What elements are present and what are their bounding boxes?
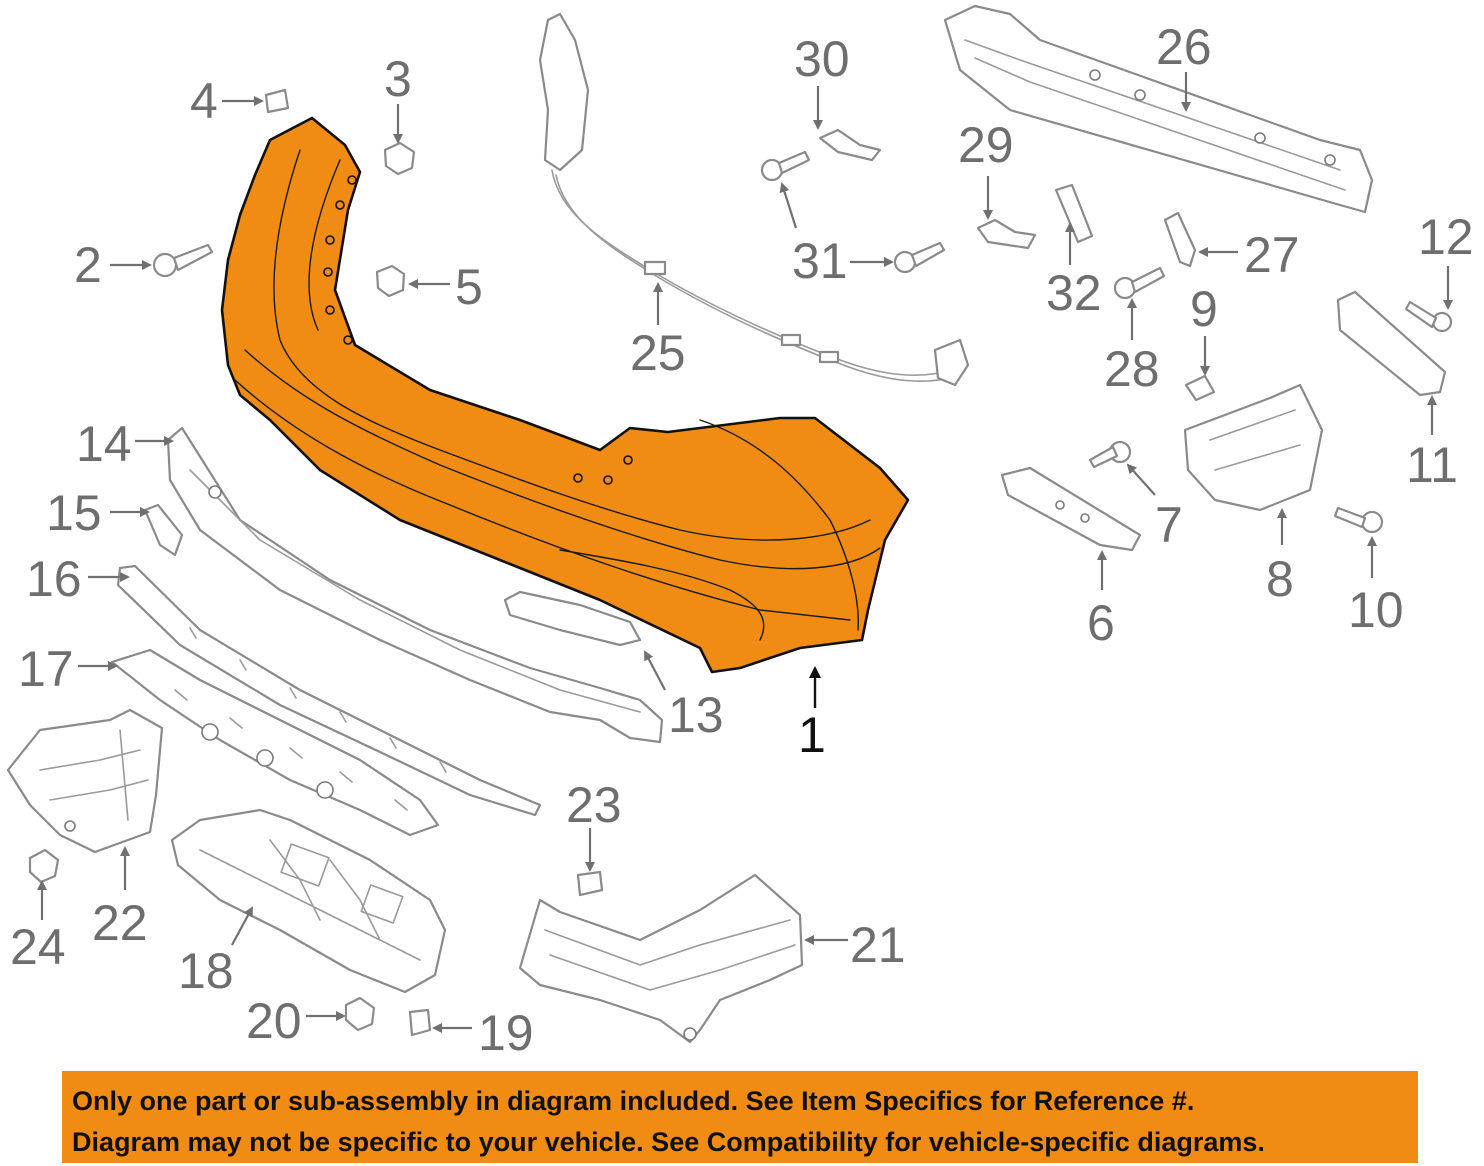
callout-29: 29 (958, 117, 1014, 173)
callout-10: 10 (1348, 582, 1404, 638)
callout-11: 11 (1406, 437, 1458, 493)
callout-22: 22 (92, 895, 148, 951)
callout-14: 14 (76, 416, 132, 472)
callout-19: 19 (478, 1005, 534, 1061)
callout-24: 24 (10, 919, 66, 975)
part-26-reinforcement-beam (943, 4, 1374, 214)
disclaimer-line-2: Diagram may not be specific to your vehi… (72, 1127, 1265, 1157)
callout-12: 12 (1418, 209, 1474, 265)
callout-1: 1 (798, 707, 826, 763)
callout-8: 8 (1266, 551, 1294, 607)
callout-23: 23 (566, 777, 622, 833)
fasteners (28, 88, 1453, 1037)
part-13-reflector (503, 590, 642, 647)
callout-25: 25 (630, 325, 686, 381)
callout-labels: 1 2 3 4 5 6 7 8 9 10 11 12 13 14 15 16 1… (10, 19, 1474, 1061)
callout-6: 6 (1087, 595, 1115, 651)
callout-7: 7 (1155, 497, 1183, 553)
callout-26: 26 (1156, 19, 1212, 75)
part-17-lower-support (110, 648, 440, 837)
callout-4: 4 (190, 73, 218, 129)
disclaimer-banner: Only one part or sub-assembly in diagram… (62, 1071, 1418, 1163)
callout-17: 17 (18, 641, 74, 697)
part-22-shield (6, 708, 164, 854)
callout-30: 30 (794, 31, 850, 87)
callout-27: 27 (1244, 227, 1300, 283)
leader-lines (37, 72, 1453, 1033)
callout-21: 21 (850, 917, 906, 973)
callout-31: 31 (792, 233, 848, 289)
part-15-bracket (143, 503, 184, 557)
part-18-splash-panel (170, 808, 447, 994)
callout-13: 13 (668, 687, 724, 743)
callout-3: 3 (384, 51, 412, 107)
callout-15: 15 (46, 485, 102, 541)
disclaimer-line-1: Only one part or sub-assembly in diagram… (72, 1086, 1195, 1116)
part-1-bumper-cover (220, 116, 910, 674)
part-21-side-splash (518, 873, 804, 1044)
part-25-wiring-harness (538, 12, 970, 387)
callout-16: 16 (26, 551, 82, 607)
callout-18: 18 (178, 943, 234, 999)
callout-2: 2 (74, 237, 102, 293)
callout-5: 5 (455, 259, 483, 315)
part-14-energy-absorber (166, 426, 664, 744)
callout-9: 9 (1190, 281, 1218, 337)
part-16-retainer-strip (116, 564, 542, 817)
callout-28: 28 (1104, 341, 1160, 397)
callout-20: 20 (246, 993, 302, 1049)
callout-32: 32 (1046, 265, 1102, 321)
